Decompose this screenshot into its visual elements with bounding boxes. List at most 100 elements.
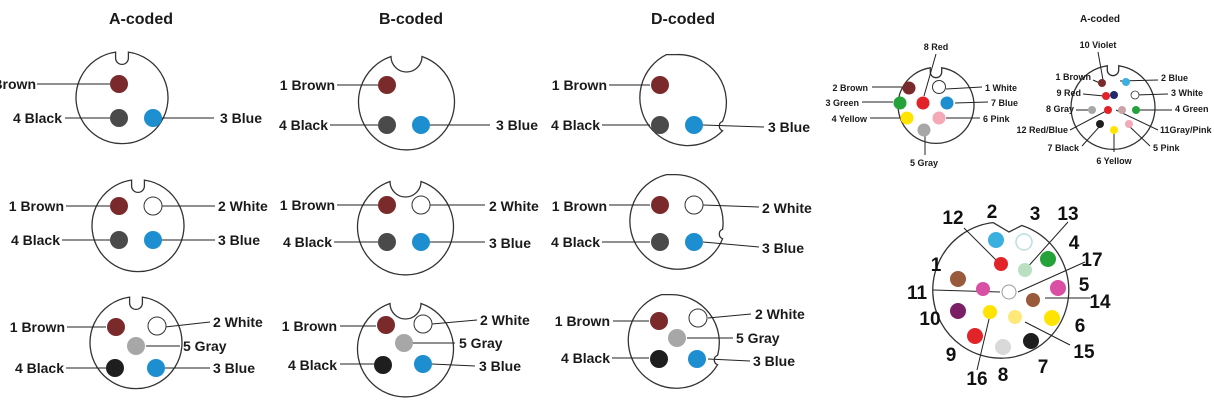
pin-12: [994, 257, 1008, 271]
pin-black: [106, 359, 124, 377]
label-5-gray: 5 Gray: [736, 330, 780, 346]
pin-white: [684, 195, 704, 215]
pin-navy: [1110, 91, 1118, 99]
a-coded-4pin-connector: 1 Brown 4 Black 2 White 3 Blue: [9, 179, 268, 273]
label-7-blue: 7 Blue: [991, 98, 1018, 108]
pin-17: [1001, 284, 1017, 300]
label-5-gray: 5 Gray: [910, 158, 938, 168]
pin-brown: [107, 318, 125, 336]
pin-pink: [1125, 120, 1133, 128]
label-1-brown: 1 Brown: [552, 198, 607, 214]
pin-black: [374, 356, 392, 374]
pin-3: [1015, 233, 1033, 251]
pin-white: [413, 314, 433, 334]
8pin-connector: 8 Red 2 Brown 3 Green 4 Yellow 1 White 7…: [825, 42, 1018, 168]
label-3-blue: 3 Blue: [218, 232, 260, 248]
label-pin-4: 4: [1069, 233, 1080, 254]
label-2-white: 2 White: [489, 198, 539, 214]
pin-gray: [917, 123, 931, 137]
pin-brown: [902, 81, 916, 95]
pin-blue: [1122, 78, 1130, 86]
a-coded-5pin-connector: 1 Brown 4 Black 2 White 5 Gray 3 Blue: [10, 296, 263, 390]
pin-black: [1096, 120, 1104, 128]
label-4-green: 4 Green: [1175, 104, 1209, 114]
label-1-brown: 1 Brown: [1055, 72, 1091, 82]
pin-black: [378, 233, 396, 251]
pin-gray-pink: [1118, 106, 1126, 114]
label-pin-11: 11: [907, 283, 928, 304]
pin-13: [1018, 263, 1032, 277]
label-6-yellow: 6 Yellow: [1096, 156, 1132, 166]
label-1-brown: 1 Brown: [10, 319, 65, 335]
label-2-white: 2 White: [213, 314, 263, 330]
label-2-blue: 2 Blue: [1161, 73, 1188, 83]
label-5-pink: 5 Pink: [1153, 143, 1181, 153]
label-pin-5: 5: [1079, 275, 1090, 296]
pin-black: [651, 233, 669, 251]
pin-white: [147, 316, 167, 336]
pin-5: [1050, 280, 1066, 296]
b-coded-5pin-connector: 1 Brown 4 Black 2 White 5 Gray 3 Blue: [282, 302, 530, 398]
label-4-black: 4 Black: [561, 350, 610, 366]
label-pin-3: 3: [1030, 204, 1041, 225]
label-9-red: 9 Red: [1056, 88, 1081, 98]
pin-white: [143, 196, 163, 216]
label-8-gray: 8 Gray: [1046, 104, 1074, 114]
12pin-connector: 10 Violet 1 Brown 2 Blue 9 Red 3 White 8…: [1016, 40, 1212, 166]
label-pin-10: 10: [919, 309, 940, 330]
label-4-black: 4 Black: [11, 232, 60, 248]
pin-blue: [412, 116, 430, 134]
label-8-red: 8 Red: [924, 42, 949, 52]
pin-white: [411, 195, 431, 215]
pin-blue: [685, 233, 703, 251]
pin-blue: [940, 96, 954, 110]
pin-2: [988, 232, 1004, 248]
label-2-white: 2 White: [755, 306, 805, 322]
pin-7: [1023, 333, 1039, 349]
label-2-white: 2 White: [218, 198, 268, 214]
pin-blue: [144, 231, 162, 249]
pin-black: [650, 350, 668, 368]
pin-black: [378, 116, 396, 134]
pin-brown: [650, 312, 668, 330]
label-pin-6: 6: [1075, 316, 1086, 337]
pin-6: [1044, 310, 1060, 326]
label-pin-2: 2: [987, 202, 998, 223]
label-4-black: 4 Black: [13, 110, 62, 126]
header-d-coded: D-coded: [651, 11, 715, 28]
label-12-red-blue: 12 Red/Blue: [1016, 125, 1068, 135]
label-2-brown: 2 Brown: [832, 83, 868, 93]
pin-red: [1102, 92, 1110, 100]
pin-brown: [651, 196, 669, 214]
label-4-black: 4 Black: [279, 117, 328, 133]
pin-8: [995, 339, 1011, 355]
label-1-brown: 1 Brown: [280, 197, 335, 213]
pin-blue: [147, 359, 165, 377]
label-1-brown: 1 Brown: [555, 313, 610, 329]
b-coded-3pin-connector: 1 Brown 4 Black 3 Blue: [279, 55, 538, 151]
d-coded-3pin-connector: 1 Brown 4 Black 3 Blue: [551, 53, 810, 147]
label-6-pink: 6 Pink: [983, 114, 1011, 124]
label-pin-12: 12: [942, 208, 963, 229]
pin-gray: [127, 337, 145, 355]
pin-15: [1008, 310, 1022, 324]
pin-10: [950, 303, 966, 319]
pin-14: [1026, 293, 1040, 307]
label-pin-9: 9: [946, 345, 957, 366]
pin-green: [893, 96, 907, 110]
label-4-black: 4 Black: [283, 234, 332, 250]
pin-4: [1040, 251, 1056, 267]
label-2-white: 2 White: [480, 312, 530, 328]
label-10-violet: 10 Violet: [1080, 40, 1117, 50]
17pin-connector: 1 2 3 4 5 6 7 8 9 10 11 12 13 14 15 16 1…: [907, 202, 1111, 390]
pin-brown: [651, 76, 669, 94]
pin-black: [110, 231, 128, 249]
d-coded-5pin-connector: 1 Brown 4 Black 2 White 5 Gray 3 Blue: [555, 293, 805, 389]
label-4-black: 4 Black: [551, 234, 600, 250]
pin-pink: [932, 111, 946, 125]
label-pin-14: 14: [1089, 292, 1111, 313]
label-3-blue: 3 Blue: [220, 110, 262, 126]
label-1-white: 1 White: [985, 83, 1017, 93]
pin-red: [916, 96, 930, 110]
label-1-brown: 1 Brown: [0, 76, 36, 92]
